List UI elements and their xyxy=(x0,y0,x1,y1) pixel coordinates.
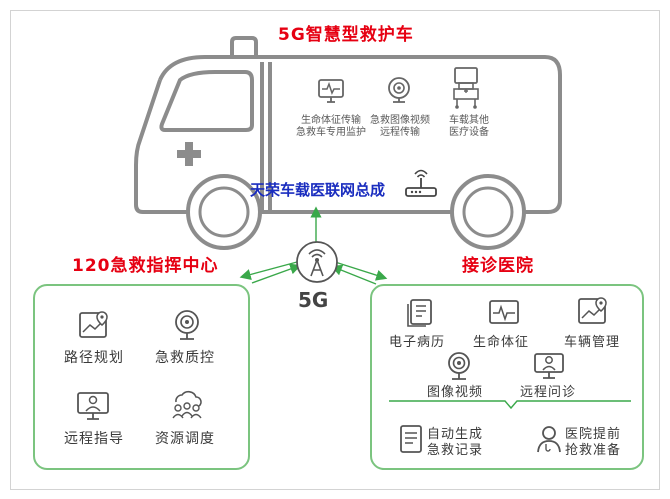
doctor-screen-icon xyxy=(534,353,564,379)
doctor-icon xyxy=(537,426,561,453)
command-item-label: 资源调度 xyxy=(155,431,215,447)
people-cloud-icon xyxy=(172,390,202,419)
webcam-icon xyxy=(448,352,470,380)
diagram-frame xyxy=(10,10,660,490)
camera-icon xyxy=(388,77,410,103)
webcam-icon xyxy=(175,310,199,340)
doctor-screen-icon xyxy=(77,392,109,420)
output-label: 自动生成 急救记录 xyxy=(427,427,484,458)
vital-sign-icon xyxy=(489,300,519,324)
hospital-item-label: 生命体征 xyxy=(473,335,530,350)
medical-cross-icon xyxy=(177,142,201,166)
vehicle-device-label: 急救图像视频 远程传输 xyxy=(370,115,430,138)
hospital-title: 接诊医院 xyxy=(462,256,534,276)
vehicle-device-label: 车载其他 医疗设备 xyxy=(449,115,489,138)
map-route-icon xyxy=(79,311,108,338)
command-item-label: 急救质控 xyxy=(155,350,215,366)
hospital-item-label: 车辆管理 xyxy=(564,335,621,350)
output-label: 医院提前 抢救准备 xyxy=(565,427,622,458)
vehicle-device-label: 生命体征传输 急救车专用监护 xyxy=(296,115,366,138)
page-title: 5G智慧型救护车 xyxy=(278,25,414,45)
document-icon xyxy=(400,425,422,453)
5g-tower-icon xyxy=(296,241,338,283)
command-item-label: 路径规划 xyxy=(64,350,124,366)
router-icon xyxy=(405,169,437,197)
map-route-icon xyxy=(578,297,607,324)
command-center-panel xyxy=(33,284,250,470)
hospital-item-label: 远程问诊 xyxy=(520,385,577,400)
vital-monitor-icon xyxy=(318,79,344,103)
command-center-title: 120急救指挥中心 xyxy=(72,256,219,276)
hospital-item-label: 电子病历 xyxy=(389,335,446,350)
medical-record-icon xyxy=(407,299,432,327)
hospital-item-label: 图像视频 xyxy=(427,385,484,400)
network-label: 天荣车载医联网总成 xyxy=(250,181,386,199)
medical-cart-icon xyxy=(453,67,479,109)
command-item-label: 远程指导 xyxy=(64,431,124,447)
5g-label: 5G xyxy=(298,288,329,312)
divider-arrow xyxy=(389,400,631,410)
